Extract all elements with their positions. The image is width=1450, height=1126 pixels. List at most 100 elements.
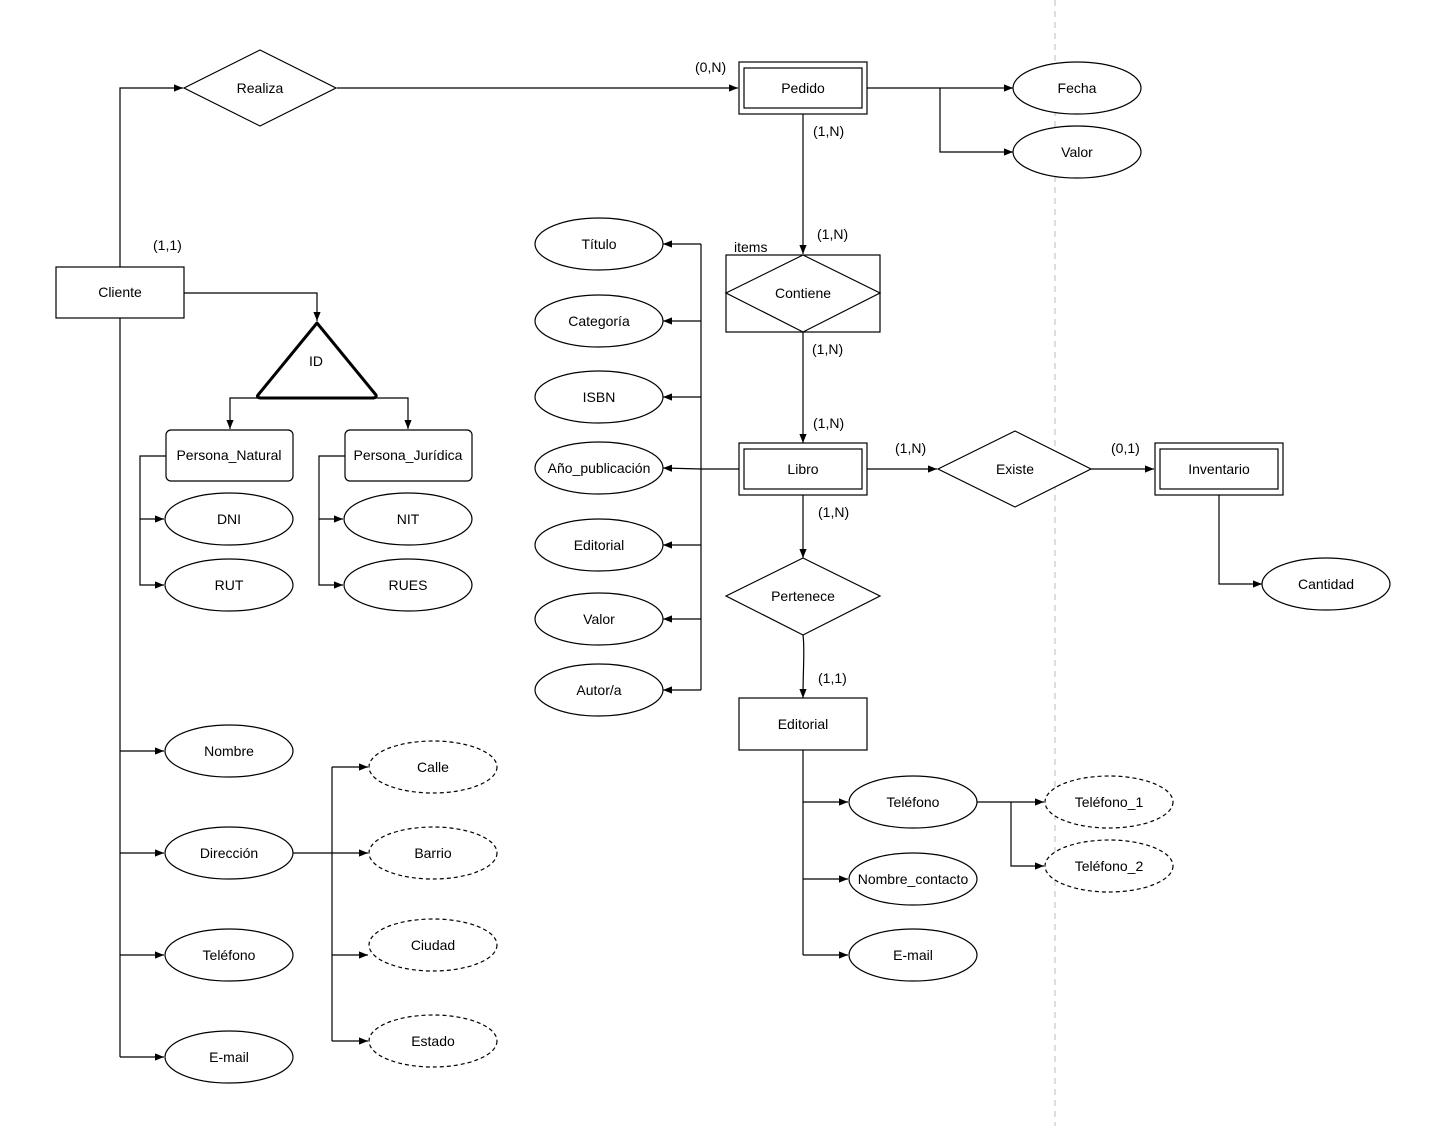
attr-autor[interactable]: Autor/a <box>534 663 664 717</box>
entity-inventario[interactable]: Inventario <box>1154 442 1284 496</box>
attr-anio-publicacion-label: Año_publicación <box>548 460 651 476</box>
edge-juridica-rues <box>318 519 343 589</box>
attr-calle-label: Calle <box>417 759 449 775</box>
edge-pertenece-editorial <box>799 634 807 699</box>
attr-estado[interactable]: Estado <box>368 1014 498 1068</box>
relationship-contiene-label: Contiene <box>775 285 831 301</box>
edge-pedido-valor <box>939 88 1013 156</box>
edge-telefono-2 <box>1010 802 1044 870</box>
attr-rues-label: RUES <box>389 577 428 593</box>
attr-isbn-label: ISBN <box>583 389 616 405</box>
attr-calle[interactable]: Calle <box>368 740 498 794</box>
entity-libro-label: Libro <box>787 461 818 477</box>
entity-persona-natural[interactable]: Persona_Natural <box>165 429 294 482</box>
entity-cliente[interactable]: Cliente <box>55 266 185 319</box>
attr-rut-label: RUT <box>215 577 244 593</box>
cardinality-labels: (1,1) (0,N) (1,N) (1,N) (1,N) (1,N) (1,N… <box>153 59 1140 686</box>
attr-fecha-label: Fecha <box>1058 80 1097 96</box>
relationship-realiza[interactable]: Realiza <box>182 49 338 127</box>
edge-natural-rut <box>139 519 164 589</box>
entity-pedido[interactable]: Pedido <box>738 61 868 115</box>
attr-telefono-1-label: Teléfono_1 <box>1075 794 1144 810</box>
attr-dni[interactable]: DNI <box>164 492 294 546</box>
edge-id-natural <box>226 397 262 429</box>
attr-anio-publicacion[interactable]: Año_publicación <box>534 441 664 495</box>
entity-libro[interactable]: Libro <box>738 442 868 496</box>
edge-juridica-nit <box>318 455 345 523</box>
attr-barrio-label: Barrio <box>414 845 452 861</box>
attr-email-editorial-label: E-mail <box>893 947 933 963</box>
entity-persona-juridica-label: Persona_Jurídica <box>354 447 463 463</box>
entity-editorial[interactable]: Editorial <box>738 697 868 751</box>
attr-nombre-contacto[interactable]: Nombre_contacto <box>848 852 978 906</box>
attr-barrio[interactable]: Barrio <box>368 826 498 880</box>
attr-valor-pedido[interactable]: Valor <box>1012 125 1142 179</box>
card-pedido-contiene: (1,N) <box>813 123 844 139</box>
attr-isbn[interactable]: ISBN <box>534 370 664 424</box>
attr-autor-label: Autor/a <box>576 682 621 698</box>
entity-persona-juridica[interactable]: Persona_Jurídica <box>344 429 473 482</box>
relationship-items-label: items <box>734 239 767 255</box>
relationship-existe-label: Existe <box>996 461 1034 477</box>
connectors <box>119 84 1262 1061</box>
attr-telefono-editorial-label: Teléfono <box>887 794 940 810</box>
card-existe-inventario: (0,1) <box>1111 440 1140 456</box>
edge-libro-anio <box>662 464 702 472</box>
specialization-id[interactable]: ID <box>256 321 378 400</box>
attr-direccion[interactable]: Dirección <box>164 826 294 880</box>
relationship-existe[interactable]: Existe <box>936 430 1093 508</box>
entity-editorial-label: Editorial <box>778 716 829 732</box>
attr-nombre-contacto-label: Nombre_contacto <box>858 871 969 887</box>
attr-estado-label: Estado <box>411 1033 455 1049</box>
card-contiene-bottom: (1,N) <box>812 341 843 357</box>
relationship-pertenece[interactable]: Pertenece <box>724 557 882 636</box>
attr-dni-label: DNI <box>217 511 241 527</box>
attr-telefono-editorial[interactable]: Teléfono <box>848 775 978 829</box>
attr-ciudad[interactable]: Ciudad <box>368 918 498 972</box>
attr-nombre-label: Nombre <box>204 743 254 759</box>
attr-valor-libro[interactable]: Valor <box>534 592 664 646</box>
attr-cantidad[interactable]: Cantidad <box>1261 557 1391 611</box>
attr-telefono-cliente[interactable]: Teléfono <box>164 928 294 982</box>
attr-editorial-label: Editorial <box>574 537 625 553</box>
attr-valor-pedido-label: Valor <box>1061 144 1093 160</box>
card-contiene-top: (1,N) <box>817 226 848 242</box>
card-libro-existe: (1,N) <box>895 440 926 456</box>
attr-categoria-label: Categoría <box>568 313 630 329</box>
attr-telefono-2-label: Teléfono_2 <box>1075 858 1144 874</box>
attr-valor-libro-label: Valor <box>583 611 615 627</box>
edge-natural-dni <box>139 455 166 523</box>
attr-telefono-1[interactable]: Teléfono_1 <box>1044 775 1174 829</box>
relationship-realiza-label: Realiza <box>237 80 284 96</box>
entity-inventario-label: Inventario <box>1188 461 1250 477</box>
attr-email-editorial[interactable]: E-mail <box>848 928 978 982</box>
attr-rues[interactable]: RUES <box>343 558 473 612</box>
attr-email-cliente-label: E-mail <box>209 1049 249 1065</box>
attr-email-cliente[interactable]: E-mail <box>164 1030 294 1084</box>
attr-categoria[interactable]: Categoría <box>534 294 664 348</box>
card-cliente-realiza: (1,1) <box>153 237 182 253</box>
attr-titulo[interactable]: Título <box>534 217 664 271</box>
edge-cliente-realiza <box>119 84 183 267</box>
attr-nit[interactable]: NIT <box>343 492 473 546</box>
entity-persona-natural-label: Persona_Natural <box>176 447 281 463</box>
attr-direccion-label: Dirección <box>200 845 258 861</box>
entity-pedido-label: Pedido <box>781 80 825 96</box>
edge-cliente-id <box>184 292 321 321</box>
attr-nit-label: NIT <box>397 511 420 527</box>
card-libro-contiene: (1,N) <box>813 415 844 431</box>
card-pertenece-editorial: (1,1) <box>818 670 847 686</box>
relationship-pertenece-label: Pertenece <box>771 588 835 604</box>
edge-inventario-cantidad <box>1218 495 1262 588</box>
attr-fecha[interactable]: Fecha <box>1012 61 1142 115</box>
attr-nombre[interactable]: Nombre <box>164 724 294 778</box>
relationship-contiene[interactable]: Contiene items <box>724 239 882 333</box>
attr-ciudad-label: Ciudad <box>411 937 455 953</box>
attr-editorial[interactable]: Editorial <box>534 518 664 572</box>
attr-rut[interactable]: RUT <box>164 558 294 612</box>
card-realiza-pedido: (0,N) <box>695 59 726 75</box>
attr-telefono-2[interactable]: Teléfono_2 <box>1044 839 1174 893</box>
edge-id-juridica <box>372 397 412 429</box>
attr-cantidad-label: Cantidad <box>1298 576 1354 592</box>
